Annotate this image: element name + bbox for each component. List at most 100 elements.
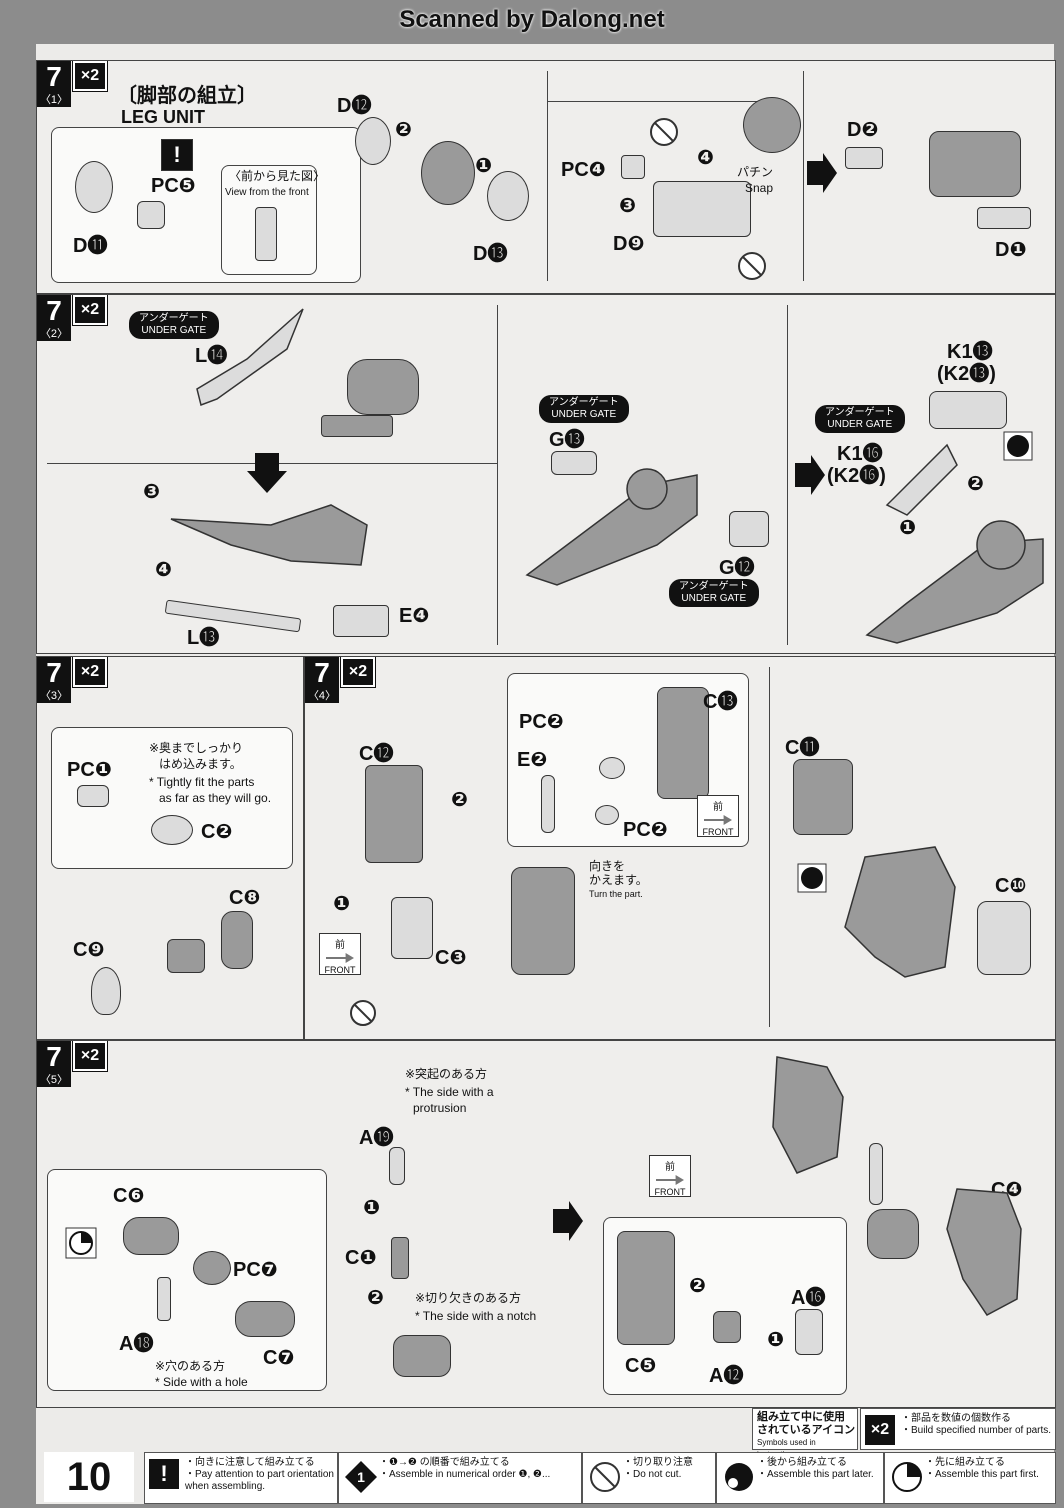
front-direction-icon: 前 FRONT [649,1155,691,1197]
first-desc-jp: ・先に組み立てる [925,1457,1005,1468]
svg-text:1: 1 [357,1469,365,1485]
part-hip-joint [393,1335,451,1377]
front-arrow-icon [704,815,732,825]
label-c5: C❺ [625,1355,657,1377]
front-arrow-icon [326,953,354,963]
part-c5 [617,1231,675,1345]
part-pc1 [77,785,109,807]
step-badge: 7 〈1〉 ×2 [37,61,108,107]
order-desc-en: ・Assemble in numerical order ❶, ❷... [379,1469,551,1480]
label-l13: L⓭ [187,627,220,649]
under-gate-jp: アンダーゲート [549,397,619,408]
turn-note-en: Turn the part. [589,889,643,899]
panel-divider [547,101,757,102]
under-gate-jp: アンダーゲート [139,313,209,324]
attn-desc-jp: ・向きに注意して組み立てる [185,1457,315,1468]
x2-desc-en: ・Build specified number of parts. [901,1425,1052,1436]
part-frame [653,181,751,237]
label-pc1: PC❶ [67,759,112,781]
assemble-later-icon [725,1463,753,1491]
part-d12 [355,117,391,165]
step-order-1: ❶ [363,1197,380,1219]
assemble-first-icon [65,1227,97,1259]
step-substep: 〈4〉 [305,687,339,703]
part-ball-joint [743,97,801,153]
step-order-2: ❷ [451,789,468,811]
fit-note-jp2: はめ込みます。 [159,757,242,771]
part-leg-shell-4 [511,867,575,975]
legend-assemble-later: ・後から組み立てる・Assemble this part later. [716,1452,884,1504]
step-7-1-panel: 7 〈1〉 ×2 〔脚部の組立〕 LEG UNIT ! PC❺ D⓫ 〈前から見… [36,60,1056,294]
attention-icon: ! [161,139,193,171]
part-d2 [845,147,883,169]
part-c11 [793,759,853,835]
nocut-desc-en: ・Do not cut. [623,1469,682,1480]
step-order-3: ❸ [143,481,160,503]
no-cut-icon [650,118,678,146]
protrusion-note-en1: * The side with a [405,1085,494,1099]
step-order-1: ❶ [899,517,916,539]
front-en: FRONT [654,1187,686,1197]
fit-note-en2: as far as they will go. [159,791,272,805]
step-badge: 7 〈4〉 ×2 [305,657,376,703]
label-c3: C❸ [435,947,467,969]
label-pc5: PC❺ [151,175,196,197]
step-order-2: ❷ [967,473,984,495]
part-g13 [551,451,597,475]
x2-icon: ×2 [865,1415,895,1445]
part-a16 [795,1309,823,1355]
part-a19 [389,1147,405,1185]
icons-title-jp1: 組み立て中に使用 [757,1411,845,1423]
multiplier-badge: ×2 [72,657,108,688]
turn-note-jp2: かえます。 [589,873,648,887]
part-k1-16 [885,443,958,516]
label-c1: C❶ [345,1247,377,1269]
label-pc7: PC❼ [233,1259,278,1281]
assemble-later-icon [797,863,827,893]
part-d1 [977,207,1031,229]
detail-callout [47,1169,327,1391]
front-jp: 前 [665,1162,675,1173]
fit-note-jp1: ※奥までしっかり [149,741,244,755]
fit-note-en1: * Tightly fit the parts [149,775,255,789]
label-k2-16: (K2⓰) [827,465,886,487]
label-pc4: PC❹ [561,159,606,181]
part-e2 [541,775,555,833]
part-leg-joint [929,131,1021,197]
part-c12 [365,765,423,863]
snap-jp: パチン [737,165,774,179]
label-e4: E❹ [399,605,430,627]
part-c4 [946,1188,1022,1316]
attn-desc-en2: when assembling. [185,1481,266,1492]
label-k1-13: K1⓭ [947,341,993,363]
step-order-2: ❷ [689,1275,706,1297]
label-d13: D⓭ [473,243,508,265]
step-substep: 〈2〉 [37,325,71,341]
part-joint-block [167,939,205,973]
front-arrow-icon [656,1175,684,1185]
no-cut-icon [590,1462,620,1492]
label-d2: D❷ [847,119,879,141]
assemble-first-icon [892,1462,922,1492]
label-c11: C⓫ [785,737,820,759]
part-g12 [729,511,769,547]
part-a12 [713,1311,741,1343]
assemble-later-icon [1003,431,1033,461]
part-knee-joint [867,1209,919,1259]
step-badge: 7 〈2〉 ×2 [37,295,108,341]
part-leg-body [170,504,368,566]
legend-no-cut: ・切り取り注意・Do not cut. [582,1452,716,1504]
part-k1-13 [929,391,1007,429]
icons-legend-title: 組み立て中に使用 されているアイコン Symbols used in instr… [752,1408,858,1459]
next-arrow-icon [553,1201,583,1241]
legend-multiplier: ×2 ・部品を数値の個数作る・Build specified number of… [860,1408,1056,1450]
step-badge: 7 〈3〉 ×2 [37,657,108,703]
panel-divider [497,305,498,645]
step-number: 7 [37,1041,71,1071]
